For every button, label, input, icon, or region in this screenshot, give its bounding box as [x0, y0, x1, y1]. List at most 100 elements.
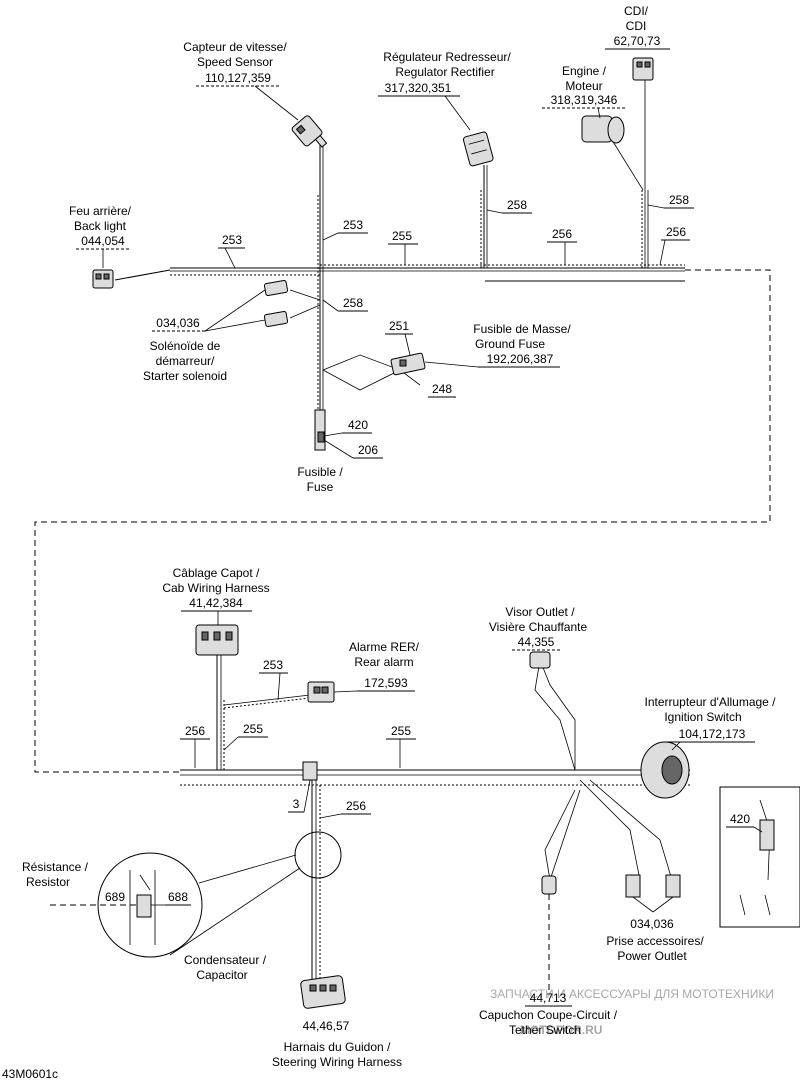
callout-206: 206 [358, 443, 378, 457]
starter-solenoid-terminals [263, 279, 289, 328]
capacitor-title-fr: Condensateur / [184, 953, 267, 967]
power-outlet-ref: 034,036 [630, 917, 674, 931]
back-light-title-fr: Feu arrière/ [69, 204, 132, 218]
starter-solenoid-title-fr-1: Solénoïde de [150, 339, 221, 353]
callout-251: 251 [389, 319, 409, 333]
label-ground-fuse: Fusible de Masse/ Ground Fuse 192,206,38… [424, 322, 571, 368]
label-steering-harness: 44,46,57 Harnais du Guidon / Steering Wi… [272, 1019, 402, 1069]
fuse-title-fr: Fusible / [297, 465, 343, 479]
callout-255-bottom-left: 255 [243, 722, 263, 736]
callout-253-top: 253 [343, 218, 363, 232]
regulator-ref: 317,320,351 [385, 81, 452, 95]
capacitor-title-en: Capacitor [196, 968, 247, 982]
resistor-title-fr: Résistance / [22, 860, 89, 874]
visor-outlet-connector [529, 651, 551, 669]
visor-outlet-title-fr: Visière Chauffante [489, 620, 588, 634]
ignition-switch-title-en: Ignition Switch [664, 710, 741, 724]
starter-solenoid-title-fr-2: démarreur/ [156, 354, 215, 368]
starter-solenoid-ref: 034,036 [156, 316, 200, 330]
wire-harness [34, 80, 771, 980]
resistor-title-en: Resistor [26, 875, 70, 889]
speed-sensor-connector [291, 115, 328, 148]
callout-258-cdi: 258 [669, 193, 689, 207]
callout-255-bottom: 255 [391, 724, 411, 738]
watermark: ЗАПЧАСТИ И АКСЕССУАРЫ ДЛЯ МОТОТЕХНИКИ MO… [490, 987, 774, 1037]
label-rear-alarm: Alarme RER/ Rear alarm 172,593 [333, 640, 420, 693]
label-regulator: Régulateur Redresseur/ Regulator Rectifi… [378, 50, 511, 131]
speed-sensor-title-fr: Capteur de vitesse/ [183, 40, 287, 54]
starter-solenoid-title-en: Starter solenoid [143, 369, 227, 383]
engine-connector [581, 115, 625, 144]
ignition-switch-ref: 104,172,173 [679, 727, 746, 741]
watermark-tagline: ЗАПЧАСТИ И АКСЕССУАРЫ ДЛЯ МОТОТЕХНИКИ [490, 987, 774, 1001]
cdi-connector [632, 57, 654, 81]
cdi-ref: 62,70,73 [614, 34, 661, 48]
resistor-capacitor-magnifier [97, 831, 342, 958]
connectors [92, 57, 690, 1009]
tether-switch-connector [541, 875, 557, 895]
steering-harness-ref: 44,46,57 [303, 1019, 350, 1033]
power-outlet-terminals [625, 874, 681, 898]
cab-harness-title-en: Cab Wiring Harness [162, 581, 269, 595]
regulator-connector [462, 131, 494, 167]
engine-ref: 318,319,346 [551, 93, 618, 107]
callout-256-bottom-left: 256 [185, 724, 205, 738]
label-starter-solenoid: 034,036 Solénoïde de démarreur/ Starter … [143, 289, 266, 383]
callout-420-fuse: 420 [348, 418, 368, 432]
tether-switch-title-fr: Capuchon Coupe-Circuit / [479, 1008, 618, 1022]
steering-harness-title-en: Steering Wiring Harness [272, 1055, 402, 1069]
power-outlet-title-en: Power Outlet [617, 949, 687, 963]
label-speed-sensor: Capteur de vitesse/ Speed Sensor 110,127… [183, 40, 299, 121]
rear-alarm-ref: 172,593 [364, 676, 408, 690]
label-tether-switch: 44,713 Capuchon Coupe-Circuit / Tether S… [479, 894, 618, 1037]
fuse-holder [314, 409, 326, 451]
fuse-title-en: Fuse [307, 480, 334, 494]
cdi-title-2: CDI [626, 19, 647, 33]
back-light-connector [92, 269, 114, 289]
ground-fuse-title-fr: Fusible de Masse/ [473, 322, 571, 336]
label-cab-harness: Câblage Capot / Cab Wiring Harness 41,42… [162, 566, 270, 625]
label-power-outlet: 034,036 Prise accessoires/ Power Outlet [606, 896, 704, 963]
rear-alarm-title-en: Rear alarm [354, 655, 413, 669]
cab-harness-title-fr: Câblage Capot / [173, 566, 260, 580]
tether-detail-inset [719, 786, 800, 928]
regulator-title-en: Regulator Rectifier [395, 65, 494, 79]
power-outlet-title-fr: Prise accessoires/ [606, 934, 704, 948]
callout-689: 689 [105, 890, 125, 904]
callout-256-steering: 256 [346, 799, 366, 813]
callouts: 253 253 255 256 256 258 258 258 251 248 … [105, 193, 763, 906]
figure-code: 43M0601c [2, 1067, 58, 1081]
callout-258-regulator: 258 [507, 198, 527, 212]
label-engine: Engine / Moteur 318,319,346 [542, 64, 627, 119]
speed-sensor-title-en: Speed Sensor [197, 55, 273, 69]
rear-alarm-title-fr: Alarme RER/ [349, 640, 420, 654]
callout-253-bottom: 253 [263, 658, 283, 672]
rear-alarm-connector [307, 681, 335, 703]
watermark-brand: MOTOPOR.RU [520, 1023, 602, 1037]
label-resistor: Résistance / Resistor [22, 860, 137, 906]
label-fuse: Fusible / Fuse [297, 465, 343, 494]
regulator-title-fr: Régulateur Redresseur/ [383, 50, 511, 64]
callout-688: 688 [168, 890, 188, 904]
back-light-ref: 044,054 [81, 234, 125, 248]
ignition-switch-body [640, 741, 690, 799]
steering-harness-title-fr: Harnais du Guidon / [284, 1040, 391, 1054]
steering-harness-connector [300, 975, 346, 1009]
back-light-title-en: Back light [74, 219, 127, 233]
label-cdi: CDI/ CDI 62,70,73 [605, 4, 670, 50]
ground-fuse-title-en: Ground Fuse [475, 337, 545, 351]
speed-sensor-ref: 110,127,359 [205, 71, 271, 85]
cab-harness-connector [195, 624, 239, 656]
label-visor-outlet: Visor Outlet / Visière Chauffante 44,355 [489, 605, 588, 651]
label-capacitor: Condensateur / Capacitor [184, 953, 267, 982]
cdi-title-1: CDI/ [624, 4, 649, 18]
callout-3: 3 [293, 797, 300, 811]
cab-harness-ref: 41,42,384 [189, 596, 243, 610]
junction-connector [302, 761, 318, 781]
engine-title-fr: Moteur [565, 79, 602, 93]
callout-420-inset: 420 [730, 812, 750, 826]
callout-256-top-right: 256 [666, 225, 686, 239]
label-back-light: Feu arrière/ Back light 044,054 [69, 204, 132, 268]
visor-outlet-title-en: Visor Outlet / [505, 605, 575, 619]
